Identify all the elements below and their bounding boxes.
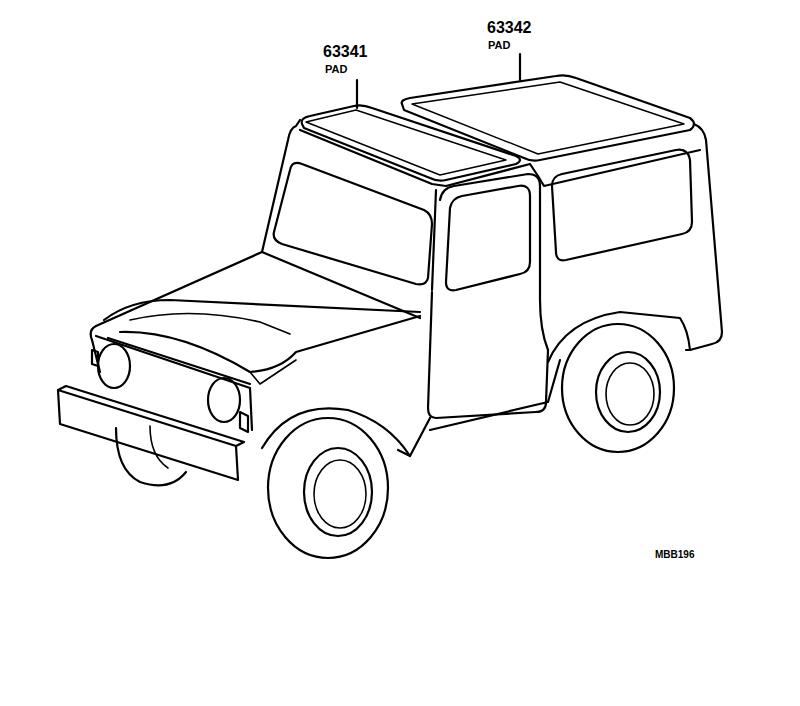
pad-inner-edge — [306, 110, 506, 175]
headlight — [98, 344, 130, 388]
indicator — [92, 350, 98, 366]
door-window — [446, 186, 530, 291]
body-line — [410, 418, 430, 456]
rear-hub — [606, 363, 654, 425]
part-name: PAD — [488, 40, 510, 51]
front-fender — [262, 408, 410, 456]
hood-line — [104, 300, 420, 320]
front-hub — [304, 448, 372, 536]
figure-code: MBB196 — [655, 550, 694, 560]
sill — [430, 360, 560, 430]
indicator — [240, 412, 248, 432]
leader-line — [356, 80, 358, 108]
rear-roof-pad — [402, 75, 694, 160]
front-hub — [314, 460, 366, 528]
side-window — [552, 150, 692, 261]
callout-number: 63341 — [323, 44, 368, 60]
front-wheel — [268, 418, 388, 558]
leader-line — [519, 54, 521, 80]
body-rear — [690, 124, 722, 350]
rear-hub — [596, 352, 660, 432]
hood-panel — [130, 313, 290, 334]
part-name: PAD — [325, 64, 347, 75]
rear-fender — [548, 312, 690, 362]
door — [428, 174, 548, 418]
fender-line — [108, 316, 420, 384]
bumper — [58, 390, 238, 480]
headlight — [208, 378, 240, 422]
body-line — [262, 120, 300, 252]
spare-wheel — [150, 426, 168, 468]
body-line — [432, 190, 436, 290]
grille-edge — [96, 336, 252, 430]
rear-wheel — [562, 324, 674, 452]
callout-number: 63342 — [487, 20, 532, 36]
pad-inner-edge — [412, 82, 684, 154]
fender-line — [250, 360, 296, 384]
